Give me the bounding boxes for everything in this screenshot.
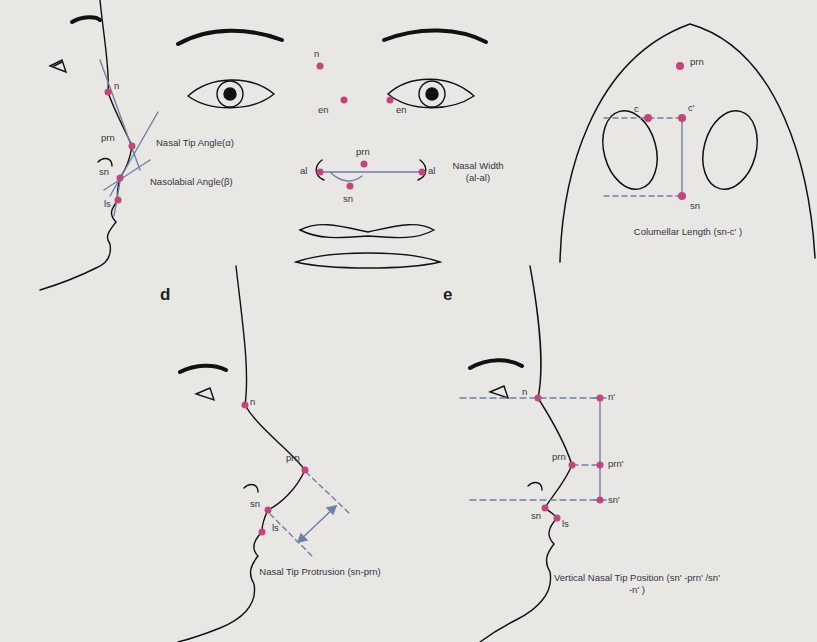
landmark-label: ls <box>562 518 569 530</box>
panel-letter: e <box>443 284 452 305</box>
landmark-label: ls <box>272 522 279 534</box>
landmark-label: sn <box>99 166 109 178</box>
landmark-label: en <box>396 104 407 116</box>
landmark-label: sn <box>250 498 260 510</box>
landmark-label: prn <box>552 451 566 463</box>
landmark-label: n <box>522 386 527 398</box>
landmark-label: n <box>314 48 319 60</box>
measure-caption: Columellar Length (sn-c' ) <box>628 226 748 238</box>
landmark-label: prn <box>286 452 300 464</box>
landmark-label: Nasal Tip Angle(α) <box>156 137 234 149</box>
landmark-label: en <box>318 104 329 116</box>
landmark-label: prn' <box>608 458 624 470</box>
landmark-label: sn <box>531 510 541 522</box>
landmark-label: prn <box>690 56 704 68</box>
landmark-label: prn <box>101 132 115 144</box>
landmark-label: ls <box>104 198 111 210</box>
landmark-label: n <box>114 80 119 92</box>
measure-caption: Nasal Tip Protrusion (sn-prn) <box>250 566 390 578</box>
panel-letter: d <box>160 284 170 305</box>
landmark-label: al <box>428 165 435 177</box>
landmark-label: sn' <box>608 494 620 506</box>
landmark-label: n <box>250 396 255 408</box>
landmark-label: sn <box>343 193 353 205</box>
landmark-label: c <box>634 103 639 115</box>
landmark-label: sn <box>690 200 700 212</box>
landmark-label: al <box>300 165 307 177</box>
landmark-label: Nasolabial Angle(β) <box>150 176 233 188</box>
landmark-label: c' <box>688 102 695 114</box>
measure-caption: Nasal Width (al-al) <box>446 160 510 184</box>
measure-caption: Vertical Nasal Tip Position (sn' -prn' /… <box>552 572 722 596</box>
landmark-label: n' <box>608 391 615 403</box>
landmark-label: prn <box>356 146 370 158</box>
